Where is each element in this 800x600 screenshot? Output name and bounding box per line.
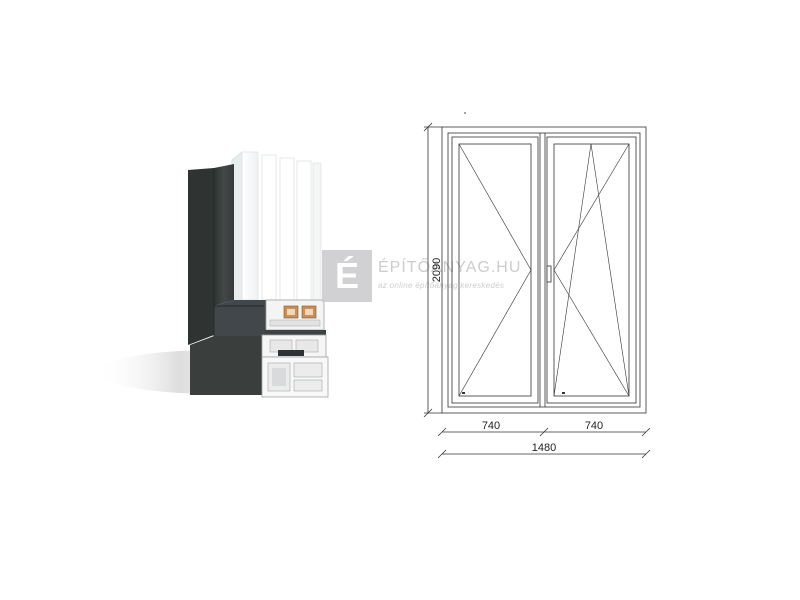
pvc-profile-section — [261, 299, 329, 398]
glass-panes — [231, 151, 322, 306]
anthracite-frame — [188, 164, 268, 395]
